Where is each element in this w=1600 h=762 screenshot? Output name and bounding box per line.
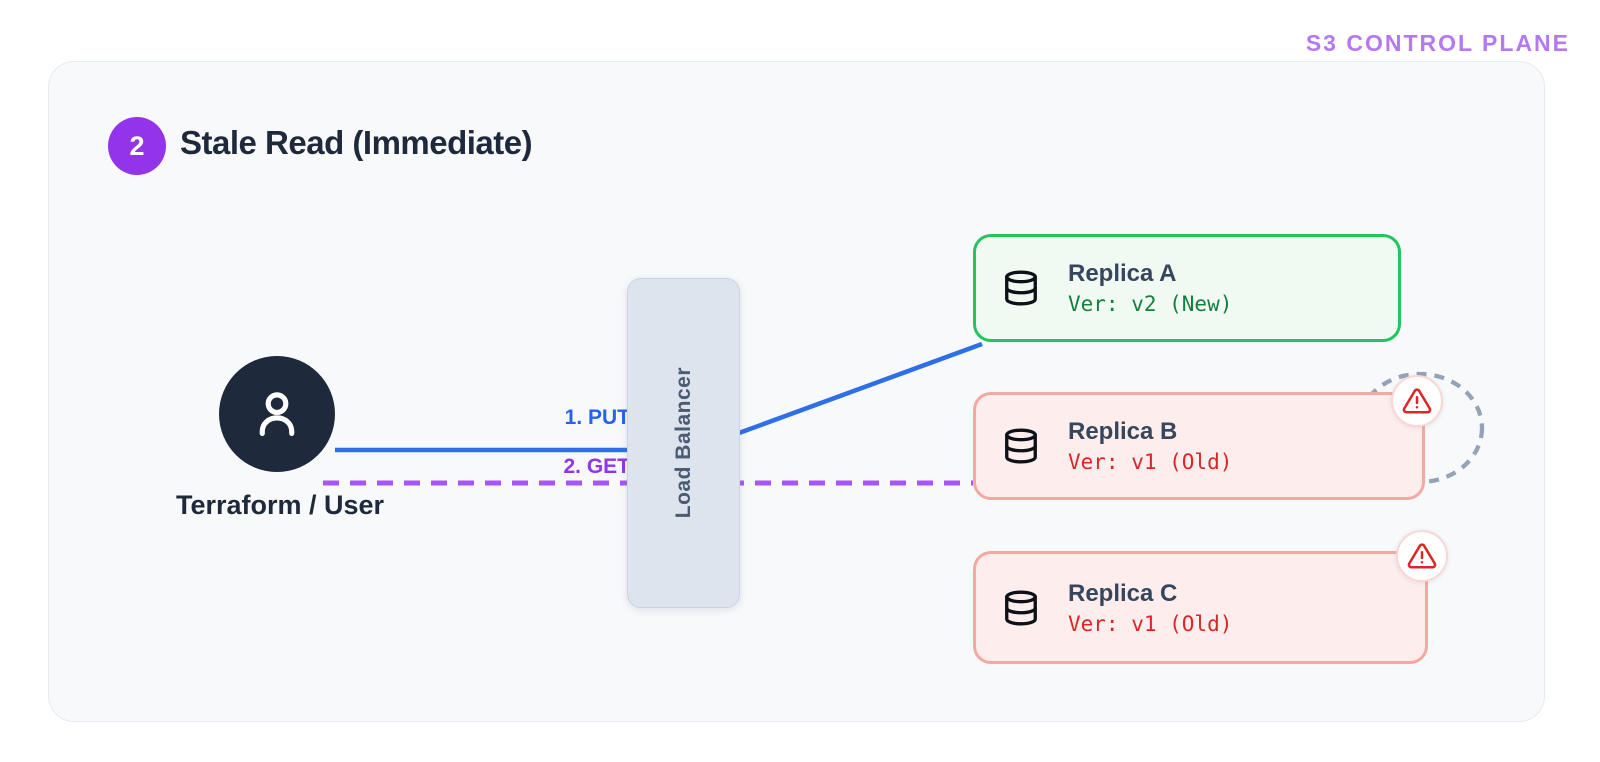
- load-balancer-label: Load Balancer: [671, 367, 695, 519]
- alert-triangle-icon: [1407, 543, 1437, 569]
- control-plane-label: S3 CONTROL PLANE: [1305, 30, 1570, 56]
- replica-name: Replica B: [1068, 418, 1178, 445]
- person-icon: [259, 392, 295, 436]
- replica-text: Replica B Ver: v1 (Old): [1068, 418, 1232, 474]
- replica-c-node: Replica C Ver: v1 (Old): [973, 551, 1428, 664]
- replica-b-warning-badge: [1391, 375, 1443, 427]
- replica-version: Ver: v1 (Old): [1068, 450, 1233, 474]
- put-request-label: 1. PUT: [564, 406, 630, 429]
- panel-title: Stale Read (Immediate): [180, 124, 533, 161]
- replica-name: Replica A: [1068, 260, 1177, 287]
- replica-name: Replica C: [1068, 579, 1178, 607]
- actor-label: Terraform / User: [175, 490, 385, 520]
- database-icon: [1005, 428, 1037, 464]
- replica-text: Replica C Ver: v1 (Old): [1068, 580, 1232, 636]
- replica-version: Ver: v1 (Old): [1068, 611, 1233, 636]
- step-number: 2: [129, 130, 145, 161]
- alert-triangle-icon: [1402, 388, 1432, 414]
- replica-b-node: Replica B Ver: v1 (Old): [973, 392, 1425, 500]
- replica-a-node: Replica A Ver: v2 (New): [973, 234, 1401, 342]
- step-number-badge: 2: [108, 117, 166, 175]
- replica-version: Ver: v2 (New): [1068, 292, 1233, 316]
- database-icon: [1005, 270, 1037, 306]
- load-balancer-node: Load Balancer: [627, 278, 740, 608]
- replica-c-warning-badge: [1396, 530, 1448, 582]
- replica-text: Replica A Ver: v2 (New): [1068, 260, 1232, 316]
- actor-avatar: [219, 356, 335, 472]
- database-icon: [1005, 590, 1037, 625]
- get-request-label: 2. GET: [563, 455, 630, 478]
